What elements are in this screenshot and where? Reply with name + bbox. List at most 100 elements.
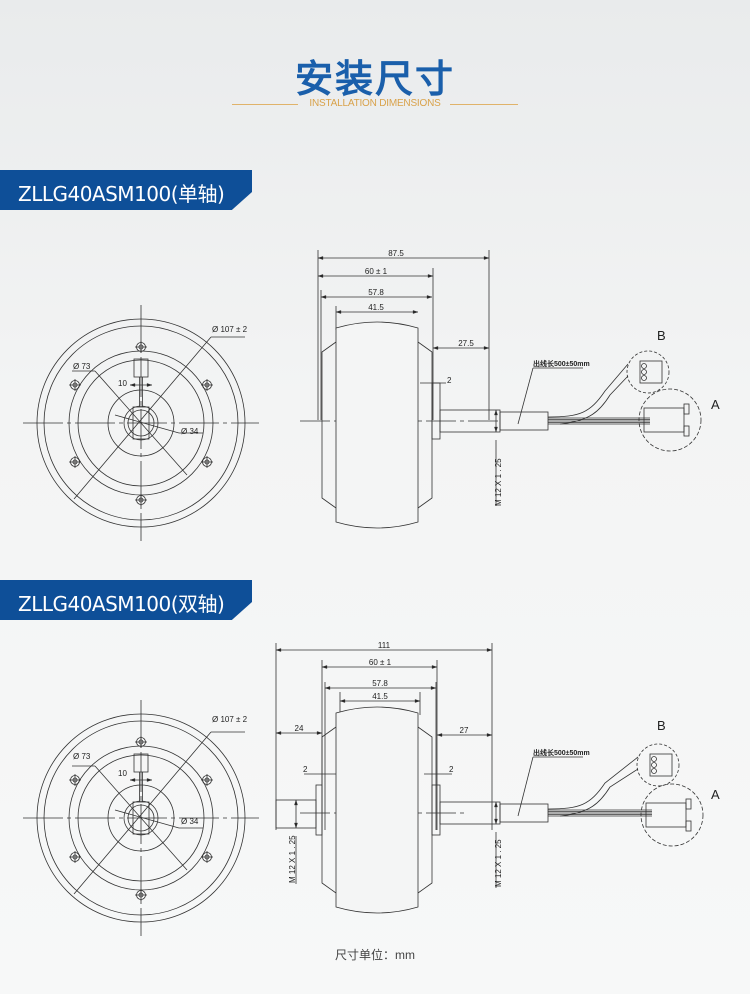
dim-key-width: 10 [118,769,127,778]
dim-gap-right: 2 [449,765,454,774]
cable-sheath [499,411,549,431]
ring [127,804,155,832]
bolt-hole [202,457,212,467]
cable-sheath [499,803,549,823]
ring [77,359,205,487]
connector-b-pin [641,369,647,375]
connector-a-detail [638,388,702,452]
cable-length-label: 出线长500±50mm [533,359,590,368]
connector-b-pin [651,762,657,768]
ring [123,405,159,441]
dim-body: 57.8 [368,288,384,297]
dim-mid-diameter: Ø 73 [73,362,91,371]
bolt-hole-inner [204,382,210,388]
dim-shaft-right: 27 [460,726,469,735]
section-banner-double-shaft: ZLLG40ASM100(双轴) [0,580,252,620]
connector-b-pin [641,375,647,381]
dim-gap-left: 2 [303,765,308,774]
connector-a-latch [683,425,690,437]
connector-a-latch [685,798,692,810]
divider-right [450,104,518,105]
ring [43,720,239,916]
dim-hub-diameter: Ø 34 [181,817,199,826]
connector-b-pin [651,768,657,774]
bolt-hole [70,457,80,467]
flange-left [315,784,323,836]
dim-thread-left: M 12 X 1 . 25 [288,835,297,883]
cable-branch [547,363,629,418]
connector-b-label: B [657,328,666,343]
ring [36,318,246,528]
bolt-hole-inner [204,459,210,465]
ring [107,784,175,852]
dim-flange: 60 ± 1 [365,267,388,276]
bolt-hole-inner [204,854,210,860]
cable-length-label: 出线长500±50mm [533,748,590,757]
ring [43,325,239,521]
left-endcap [321,341,337,509]
dim-gap-right: 2 [447,376,452,385]
cable-branch [559,375,629,425]
bolt-hole-inner [72,854,78,860]
connector-a [645,802,687,828]
connector-b-detail [636,743,680,787]
cable-branch [547,756,639,810]
connector-a-label: A [711,787,720,802]
dim-shaft-left: 24 [295,724,304,733]
bolt-hole [202,852,212,862]
dim-hub-diameter: Ø 34 [181,427,199,436]
leader-outer [73,731,212,895]
connector-a-latch [685,820,692,832]
bolt-hole-inner [72,382,78,388]
drawing-double-shaft: Ø 107 ± 2 Ø 73 Ø 34 10 111 60 ± 1 57.8 4… [23,641,720,936]
dim-thread-right: M 12 X 1 . 25 [494,458,503,506]
connector-a [643,407,685,433]
ring [123,800,159,836]
dim-outer-diameter: Ø 107 ± 2 [212,325,248,334]
ring [68,350,214,496]
connector-b [649,753,673,777]
connector-b-label: B [657,718,666,733]
dim-body: 57.8 [372,679,388,688]
connector-a-label: A [711,397,720,412]
dim-thread-right: M 12 X 1 . 25 [494,839,503,887]
connector-a-detail [640,783,704,847]
connector-b-pin [641,363,647,369]
ring [36,713,246,923]
leader-outer [73,336,212,500]
section-title: ZLLG40ASM100(单轴) [18,182,225,206]
dim-flange: 60 ± 1 [369,658,392,667]
cable-leader [517,756,534,817]
divider-left [232,104,298,105]
dim-shaft-right: 27.5 [458,339,474,348]
ring [68,745,214,891]
dim-mid-diameter: Ø 73 [73,752,91,761]
section-banner-single-shaft: ZLLG40ASM100(单轴) [0,170,252,210]
right-endcap [417,341,433,509]
dim-core: 41.5 [372,692,388,701]
unit-note: 尺寸单位：mm [335,948,415,962]
dim-overall-length: 111 [378,641,391,650]
bolt-hole-inner [72,459,78,465]
connector-b [639,360,663,384]
connector-b-detail [626,350,670,394]
dim-outer-diameter: Ø 107 ± 2 [212,715,248,724]
leader-hub [114,809,180,829]
ring [127,409,155,437]
section-title: ZLLG40ASM100(双轴) [18,592,225,616]
bolt-hole-inner [72,777,78,783]
page-subtitle: INSTALLATION DIMENSIONS [309,98,441,109]
bolt-hole-inner [204,777,210,783]
dim-overall-length: 87.5 [388,249,404,258]
dim-key-width: 10 [118,379,127,388]
drawing-single-shaft: Ø 107 ± 2 Ø 73 Ø 34 10 87.5 60 ± 1 57.8 … [23,249,720,541]
leader-hub [114,414,180,434]
cable-branch [559,768,639,817]
dim-core: 41.5 [368,303,384,312]
page-title: 安装尺寸 [294,57,455,101]
right-endcap [417,726,433,894]
motor-body [335,321,419,529]
connector-a-latch [683,403,690,415]
bolt-hole [70,852,80,862]
